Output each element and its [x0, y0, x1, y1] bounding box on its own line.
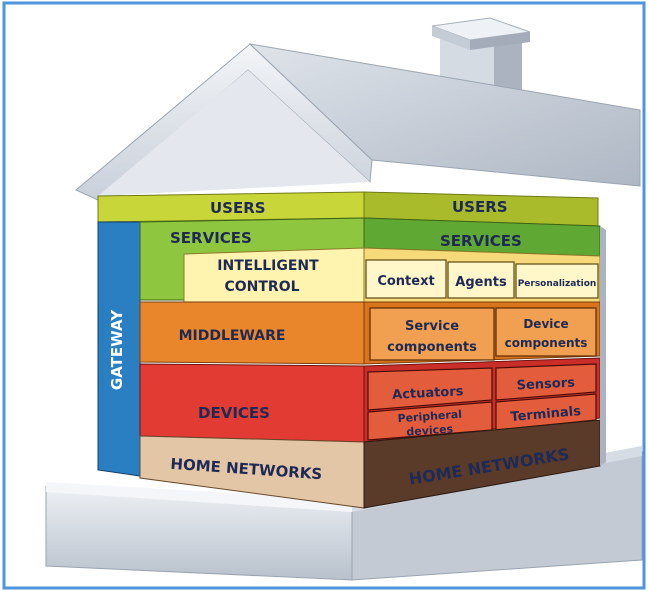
actuators-box: [367, 367, 493, 411]
gateway-label: GATEWAY: [108, 309, 126, 390]
service-components-box: [369, 307, 495, 361]
intelligent-label: INTELLIGENT: [217, 258, 319, 274]
actuators-label: Actuators: [392, 384, 464, 403]
service-label: Service: [405, 319, 459, 334]
agents-box: [447, 261, 515, 299]
context-box: [365, 259, 447, 299]
device-components-label: components: [505, 336, 588, 350]
sensors-label: Sensors: [516, 375, 575, 393]
users-right-label: USERS: [452, 198, 508, 216]
home-networks-layer: HOME NETWORKS HOME NETWORKS: [139, 419, 601, 509]
devices-label: DEVICES: [198, 404, 270, 422]
personalization-box: [515, 263, 599, 299]
intelligent-control-layer: INTELLIGENT CONTROL Context Agents Perso…: [183, 247, 601, 303]
roof: [75, 43, 641, 201]
users-layer: USERS USERS: [97, 191, 599, 227]
agents-label: Agents: [455, 275, 507, 290]
device-label: Device: [523, 317, 568, 331]
middleware-label: MIDDLEWARE: [179, 328, 286, 344]
gable-wall: [98, 70, 370, 196]
services-left-label: SERVICES: [170, 229, 252, 247]
services-right-label: SERVICES: [440, 232, 522, 250]
devices-layer: DEVICES Actuators Sensors Peripheral dev…: [139, 357, 601, 443]
device-components-box: [495, 307, 597, 357]
control-label: CONTROL: [224, 279, 299, 295]
right-wall-edge: [600, 226, 606, 466]
context-label: Context: [377, 274, 434, 289]
personalization-label: Personalization: [518, 279, 597, 289]
sensors-box: [495, 363, 597, 401]
middleware-layer: MIDDLEWARE Service components Device com…: [139, 301, 601, 365]
peripheral-label: Peripheral: [397, 408, 462, 425]
terminals-label: Terminals: [510, 404, 582, 425]
gateway-column: GATEWAY: [97, 221, 141, 477]
service-components-label: components: [387, 340, 477, 355]
users-left-label: USERS: [210, 199, 266, 217]
